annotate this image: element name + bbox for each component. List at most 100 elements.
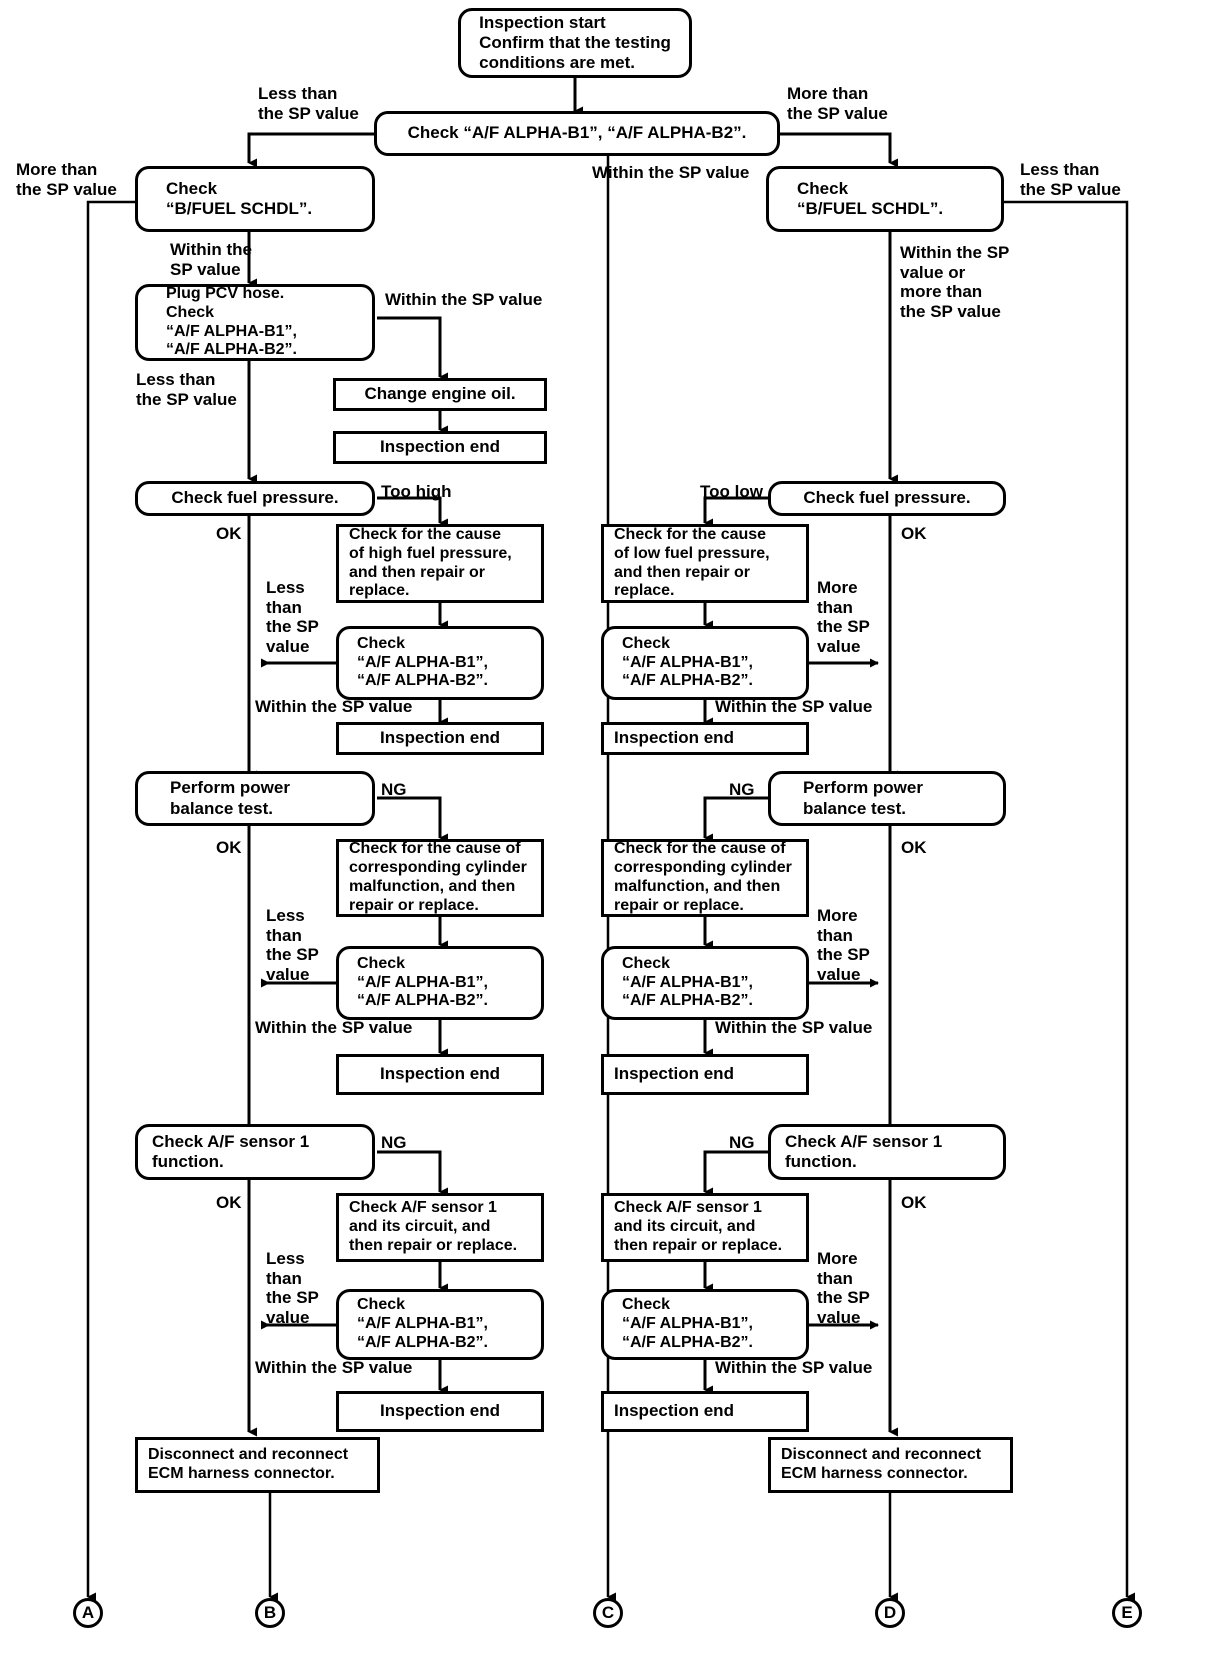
node-change-engine-oil-label: Change engine oil.: [364, 384, 516, 404]
node-power-balance-right-label: Perform power balance test.: [803, 778, 923, 818]
terminator-e[interactable]: E: [1112, 1598, 1142, 1628]
node-inspection-end-pb-left-label: Inspection end: [380, 1064, 500, 1084]
node-power-balance-left-label: Perform power balance test.: [170, 778, 290, 818]
label-more-than-stack-pb: More than the SP value: [817, 906, 870, 984]
node-check-alpha-top-label: Check “A/F ALPHA-B1”, “A/F ALPHA-B2”.: [407, 123, 747, 143]
label-ng-pb-right: NG: [729, 780, 755, 799]
terminator-b-label: B: [263, 1603, 277, 1622]
terminator-b[interactable]: B: [255, 1598, 285, 1628]
terminator-d[interactable]: D: [875, 1598, 905, 1628]
node-af-circuit-right-label: Check A/F sensor 1 and its circuit, and …: [614, 1199, 783, 1254]
label-ok-fp-right: OK: [901, 524, 927, 543]
node-check-fuel-pressure-right[interactable]: Check fuel pressure.: [768, 481, 1006, 516]
label-within-pb-right: Within the SP value: [715, 1018, 873, 1037]
label-ok-fp-left: OK: [216, 524, 242, 543]
label-within-fp-left: Within the SP value: [255, 697, 413, 716]
node-check-alpha-fp-right[interactable]: Check “A/F ALPHA-B1”, “A/F ALPHA-B2”.: [601, 626, 809, 700]
node-af-sensor-right-label: Check A/F sensor 1 function.: [785, 1131, 943, 1171]
node-check-alpha-top[interactable]: Check “A/F ALPHA-B1”, “A/F ALPHA-B2”.: [374, 111, 780, 156]
node-cylinder-cause-right-label: Check for the cause of corresponding cyl…: [614, 840, 792, 914]
label-within-center-top: Within the SP value: [592, 163, 750, 182]
node-check-alpha-af-left-label: Check “A/F ALPHA-B1”, “A/F ALPHA-B2”.: [357, 1296, 488, 1351]
label-more-than-top-right: More than the SP value: [787, 84, 888, 123]
node-inspection-end-af-left-label: Inspection end: [380, 1401, 500, 1421]
node-check-alpha-pb-left[interactable]: Check “A/F ALPHA-B1”, “A/F ALPHA-B2”.: [336, 946, 544, 1020]
node-low-fuel-cause-label: Check for the cause of low fuel pressure…: [614, 525, 770, 600]
node-ecm-left[interactable]: Disconnect and reconnect ECM harness con…: [135, 1437, 380, 1493]
label-ng-af-right: NG: [729, 1133, 755, 1152]
terminator-c-label: C: [601, 1603, 615, 1622]
label-ng-pb-left: NG: [381, 780, 407, 799]
node-ecm-left-label: Disconnect and reconnect ECM harness con…: [148, 1446, 349, 1482]
label-within-pb-left: Within the SP value: [255, 1018, 413, 1037]
node-check-alpha-fp-right-label: Check “A/F ALPHA-B1”, “A/F ALPHA-B2”.: [622, 634, 753, 690]
label-within-left: Within the SP value: [170, 240, 252, 279]
terminator-c[interactable]: C: [593, 1598, 623, 1628]
node-check-alpha-fp-left-label: Check “A/F ALPHA-B1”, “A/F ALPHA-B2”.: [357, 634, 488, 690]
label-too-high: Too high: [381, 482, 452, 501]
label-within-fp-right: Within the SP value: [715, 697, 873, 716]
label-more-than-stack-af: More than the SP value: [817, 1249, 870, 1327]
node-power-balance-right[interactable]: Perform power balance test.: [768, 771, 1006, 826]
node-af-sensor-left-label: Check A/F sensor 1 function.: [152, 1131, 310, 1171]
node-change-engine-oil[interactable]: Change engine oil.: [333, 378, 547, 411]
node-high-fuel-cause[interactable]: Check for the cause of high fuel pressur…: [336, 524, 544, 603]
label-less-than-top-left: Less than the SP value: [258, 84, 359, 123]
node-inspection-end-oil[interactable]: Inspection end: [333, 431, 547, 464]
node-ecm-right[interactable]: Disconnect and reconnect ECM harness con…: [768, 1437, 1013, 1493]
node-inspection-end-fp-left[interactable]: Inspection end: [336, 722, 544, 755]
node-inspection-end-af-right-label: Inspection end: [614, 1401, 734, 1421]
node-check-alpha-fp-left[interactable]: Check “A/F ALPHA-B1”, “A/F ALPHA-B2”.: [336, 626, 544, 700]
label-less-than-far-right: Less than the SP value: [1020, 160, 1121, 199]
node-inspection-end-fp-left-label: Inspection end: [380, 728, 500, 748]
label-less-than-stack-fp: Less than the SP value: [266, 578, 319, 656]
terminator-a-label: A: [81, 1603, 95, 1622]
label-ok-af-left: OK: [216, 1193, 242, 1212]
node-power-balance-left[interactable]: Perform power balance test.: [135, 771, 375, 826]
node-inspection-end-oil-label: Inspection end: [380, 437, 500, 457]
label-ok-pb-right: OK: [901, 838, 927, 857]
label-more-than-far-left: More than the SP value: [16, 160, 117, 199]
node-plug-pcv[interactable]: Plug PCV hose. Check “A/F ALPHA-B1”, “A/…: [135, 284, 375, 361]
node-inspection-end-pb-right[interactable]: Inspection end: [601, 1054, 809, 1095]
label-ng-af-left: NG: [381, 1133, 407, 1152]
node-cylinder-cause-left-label: Check for the cause of corresponding cyl…: [349, 840, 527, 914]
node-af-circuit-left-label: Check A/F sensor 1 and its circuit, and …: [349, 1199, 518, 1254]
node-check-alpha-af-left[interactable]: Check “A/F ALPHA-B1”, “A/F ALPHA-B2”.: [336, 1289, 544, 1360]
node-check-fuel-pressure-left-label: Check fuel pressure.: [171, 488, 339, 508]
label-less-than-stack-pb: Less than the SP value: [266, 906, 319, 984]
node-af-circuit-right[interactable]: Check A/F sensor 1 and its circuit, and …: [601, 1193, 809, 1262]
terminator-d-label: D: [883, 1603, 897, 1622]
node-af-sensor-left[interactable]: Check A/F sensor 1 function.: [135, 1124, 375, 1180]
label-within-or-more-right: Within the SP value or more than the SP …: [900, 243, 1010, 321]
node-inspection-end-pb-left[interactable]: Inspection end: [336, 1054, 544, 1095]
label-ok-af-right: OK: [901, 1193, 927, 1212]
node-plug-pcv-label: Plug PCV hose. Check “A/F ALPHA-B1”, “A/…: [166, 284, 297, 359]
node-af-circuit-left[interactable]: Check A/F sensor 1 and its circuit, and …: [336, 1193, 544, 1262]
node-af-sensor-right[interactable]: Check A/F sensor 1 function.: [768, 1124, 1006, 1180]
label-within-af-left: Within the SP value: [255, 1358, 413, 1377]
node-check-alpha-af-right-label: Check “A/F ALPHA-B1”, “A/F ALPHA-B2”.: [622, 1296, 753, 1351]
node-ecm-right-label: Disconnect and reconnect ECM harness con…: [781, 1446, 982, 1482]
node-inspection-start[interactable]: Inspection start Confirm that the testin…: [458, 8, 692, 78]
node-high-fuel-cause-label: Check for the cause of high fuel pressur…: [349, 525, 512, 600]
node-check-alpha-pb-right[interactable]: Check “A/F ALPHA-B1”, “A/F ALPHA-B2”.: [601, 946, 809, 1020]
node-bfuel-right-label: Check “B/FUEL SCHDL”.: [797, 178, 944, 218]
node-check-fuel-pressure-left[interactable]: Check fuel pressure.: [135, 481, 375, 516]
node-inspection-end-af-right[interactable]: Inspection end: [601, 1391, 809, 1432]
node-inspection-end-af-left[interactable]: Inspection end: [336, 1391, 544, 1432]
node-bfuel-left[interactable]: Check “B/FUEL SCHDL”.: [135, 166, 375, 232]
node-check-alpha-af-right[interactable]: Check “A/F ALPHA-B1”, “A/F ALPHA-B2”.: [601, 1289, 809, 1360]
node-inspection-end-pb-right-label: Inspection end: [614, 1064, 734, 1084]
node-bfuel-right[interactable]: Check “B/FUEL SCHDL”.: [766, 166, 1004, 232]
label-within-pcv: Within the SP value: [385, 290, 543, 309]
node-cylinder-cause-right[interactable]: Check for the cause of corresponding cyl…: [601, 839, 809, 917]
node-low-fuel-cause[interactable]: Check for the cause of low fuel pressure…: [601, 524, 809, 603]
node-inspection-end-fp-right[interactable]: Inspection end: [601, 722, 809, 755]
label-more-than-stack-fp: More than the SP value: [817, 578, 870, 656]
label-less-than-stack-af: Less than the SP value: [266, 1249, 319, 1327]
node-cylinder-cause-left[interactable]: Check for the cause of corresponding cyl…: [336, 839, 544, 917]
terminator-a[interactable]: A: [73, 1598, 103, 1628]
node-check-alpha-pb-right-label: Check “A/F ALPHA-B1”, “A/F ALPHA-B2”.: [622, 954, 753, 1010]
